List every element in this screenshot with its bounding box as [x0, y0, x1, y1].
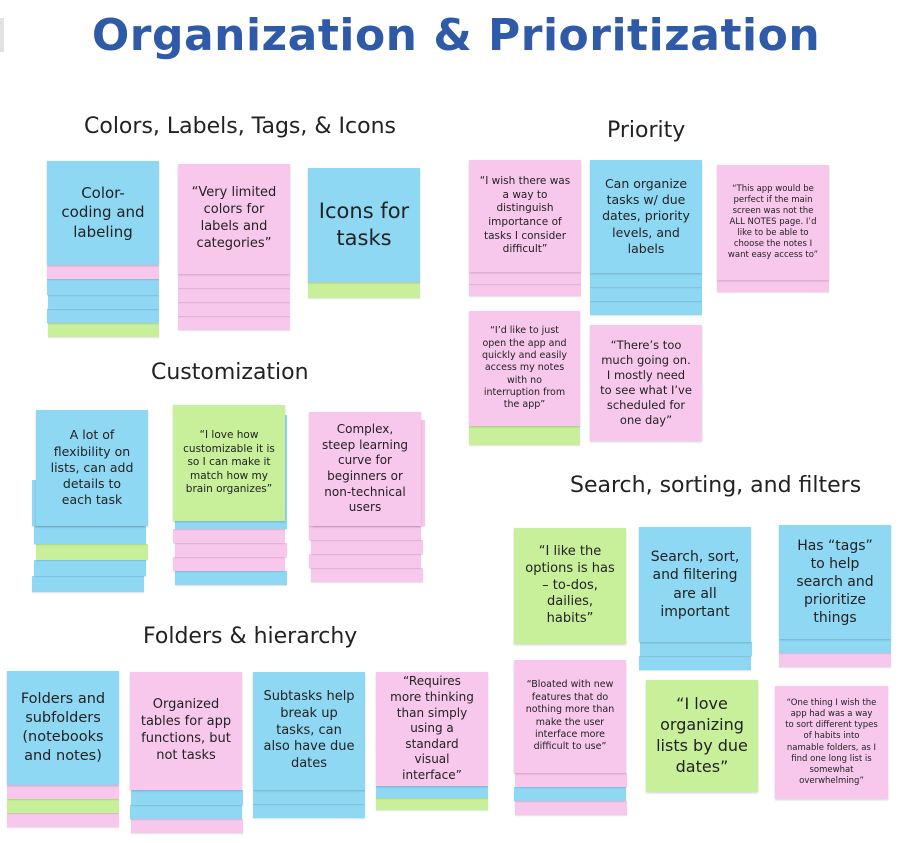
sticky-note: “I’d like to just open the app and quick… [469, 311, 580, 426]
sticky-note: Folders and subfolders (notebooks and no… [7, 671, 119, 785]
note-stack-complex[interactable]: Complex, steep learning curve for beginn… [309, 412, 425, 582]
sticky-note: “Requires more thinking than simply usin… [376, 672, 488, 786]
note-stack-bloated[interactable]: “Bloated with new features that do nothi… [514, 660, 627, 815]
note-stack-love-lists[interactable]: “I love organizing lists by due dates” [646, 680, 758, 792]
edge-marker [0, 18, 4, 52]
sticky-note: “I wish there was a way to distinguish i… [469, 160, 581, 272]
sticky-note: “I love how customizable it is so I can … [173, 405, 285, 521]
sticky-note: “I like the options is has – to-dos, dai… [514, 528, 626, 644]
note-stack-sort-habits[interactable]: “One thing I wish the app had was a way … [775, 686, 888, 799]
sticky-note: Subtasks help break up tasks, can also h… [253, 672, 365, 790]
note-stack-icons[interactable]: Icons for tasks [308, 168, 420, 298]
sticky-note: “Very limited colors for labels and cate… [178, 164, 290, 274]
sticky-note: “There’s too much going on. I mostly nee… [590, 325, 702, 441]
sticky-note: Has “tags” to help search and prioritize… [779, 525, 891, 639]
note-stack-flexibility[interactable]: A lot of flexibility on lists, can add d… [32, 410, 150, 592]
sticky-note: Search, sort, and filtering are all impo… [639, 527, 751, 642]
note-stack-customizable[interactable]: “I love how customizable it is so I can … [173, 405, 289, 585]
note-stack-too-much[interactable]: “There’s too much going on. I mostly nee… [590, 325, 702, 441]
note-stack-importance[interactable]: “I wish there was a way to distinguish i… [469, 160, 581, 296]
sticky-note: Can organize tasks w/ due dates, priorit… [590, 160, 702, 273]
sticky-note: “Bloated with new features that do nothi… [514, 660, 626, 773]
sticky-note: A lot of flexibility on lists, can add d… [36, 410, 148, 526]
sticky-note: Icons for tasks [308, 168, 420, 282]
sticky-note: “One thing I wish the app had was a way … [775, 686, 888, 799]
page-title: Organization & Prioritization [91, 10, 821, 61]
note-stack-open-app[interactable]: “I’d like to just open the app and quick… [469, 311, 580, 445]
sticky-note: “I love organizing lists by due dates” [646, 680, 758, 792]
note-stack-requires-thinking[interactable]: “Requires more thinking than simply usin… [376, 672, 488, 810]
section-title-customization: Customization [151, 360, 309, 385]
sticky-note: “This app would be perfect if the main s… [717, 165, 829, 280]
note-stack-color-coding[interactable]: Color-coding and labeling [47, 161, 159, 337]
sticky-note: Organized tables for app functions, but … [130, 672, 242, 790]
note-stack-options[interactable]: “I like the options is has – to-dos, dai… [514, 528, 626, 644]
sticky-note: Complex, steep learning curve for beginn… [309, 412, 421, 526]
note-stack-limited-colors[interactable]: “Very limited colors for labels and cate… [178, 164, 290, 330]
note-stack-tags[interactable]: Has “tags” to help search and prioritize… [779, 525, 891, 667]
section-title-folders: Folders & hierarchy [143, 624, 358, 649]
sticky-note: Color-coding and labeling [47, 161, 159, 265]
note-stack-search-sort[interactable]: Search, sort, and filtering are all impo… [639, 527, 752, 670]
note-stack-due-dates[interactable]: Can organize tasks w/ due dates, priorit… [590, 160, 702, 315]
note-stack-all-notes[interactable]: “This app would be perfect if the main s… [717, 165, 829, 292]
section-title-colors: Colors, Labels, Tags, & Icons [84, 114, 396, 139]
note-stack-folders[interactable]: Folders and subfolders (notebooks and no… [7, 671, 119, 827]
note-stack-subtasks[interactable]: Subtasks help break up tasks, can also h… [253, 672, 365, 818]
section-title-priority: Priority [607, 118, 686, 143]
section-title-search: Search, sorting, and filters [570, 473, 862, 498]
note-stack-organized-tables[interactable]: Organized tables for app functions, but … [130, 672, 243, 833]
